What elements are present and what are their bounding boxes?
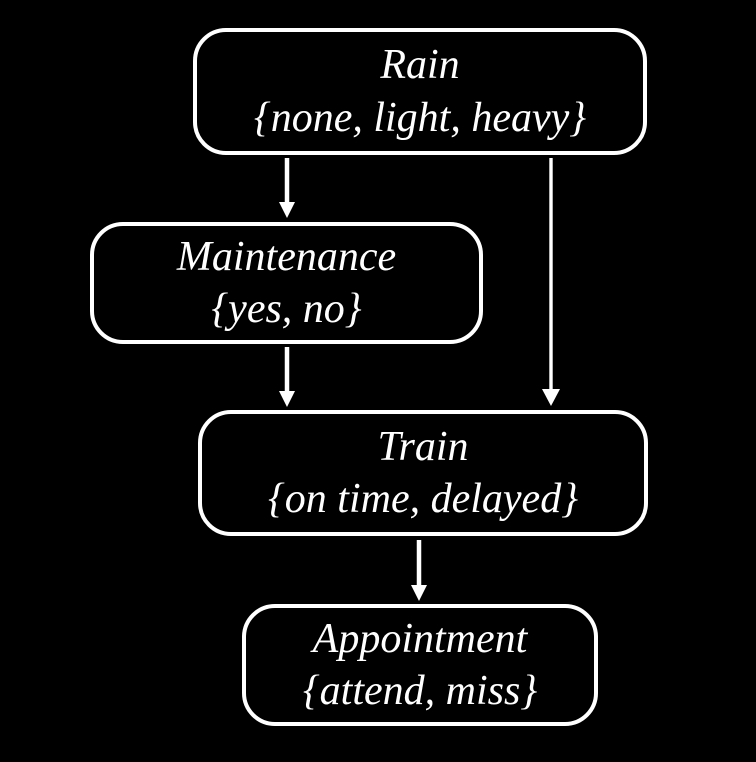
node-appointment: Appointment {attend, miss}	[242, 604, 598, 726]
node-maintenance-states: {yes, no}	[211, 286, 362, 332]
edge-rain-to-train	[542, 158, 560, 406]
node-appointment-states: {attend, miss}	[302, 668, 538, 714]
node-maintenance: Maintenance {yes, no}	[90, 222, 483, 344]
node-appointment-label: Appointment	[312, 615, 528, 662]
edge-rain-to-maintenance	[279, 158, 295, 218]
node-rain-label: Rain	[380, 42, 460, 89]
edge-train-to-appointment	[411, 540, 427, 601]
arrowhead-icon	[279, 202, 295, 218]
node-train: Train {on time, delayed}	[198, 410, 648, 536]
arrowhead-icon	[279, 391, 295, 407]
node-maintenance-label: Maintenance	[176, 233, 397, 280]
arrowhead-icon	[411, 585, 427, 601]
node-rain: Rain {none, light, heavy}	[193, 28, 647, 155]
node-train-states: {on time, delayed}	[268, 476, 578, 522]
edge-maintenance-to-train	[279, 347, 295, 407]
node-train-label: Train	[377, 423, 469, 470]
arrowhead-icon	[542, 389, 560, 406]
node-rain-states: {none, light, heavy}	[253, 94, 587, 141]
